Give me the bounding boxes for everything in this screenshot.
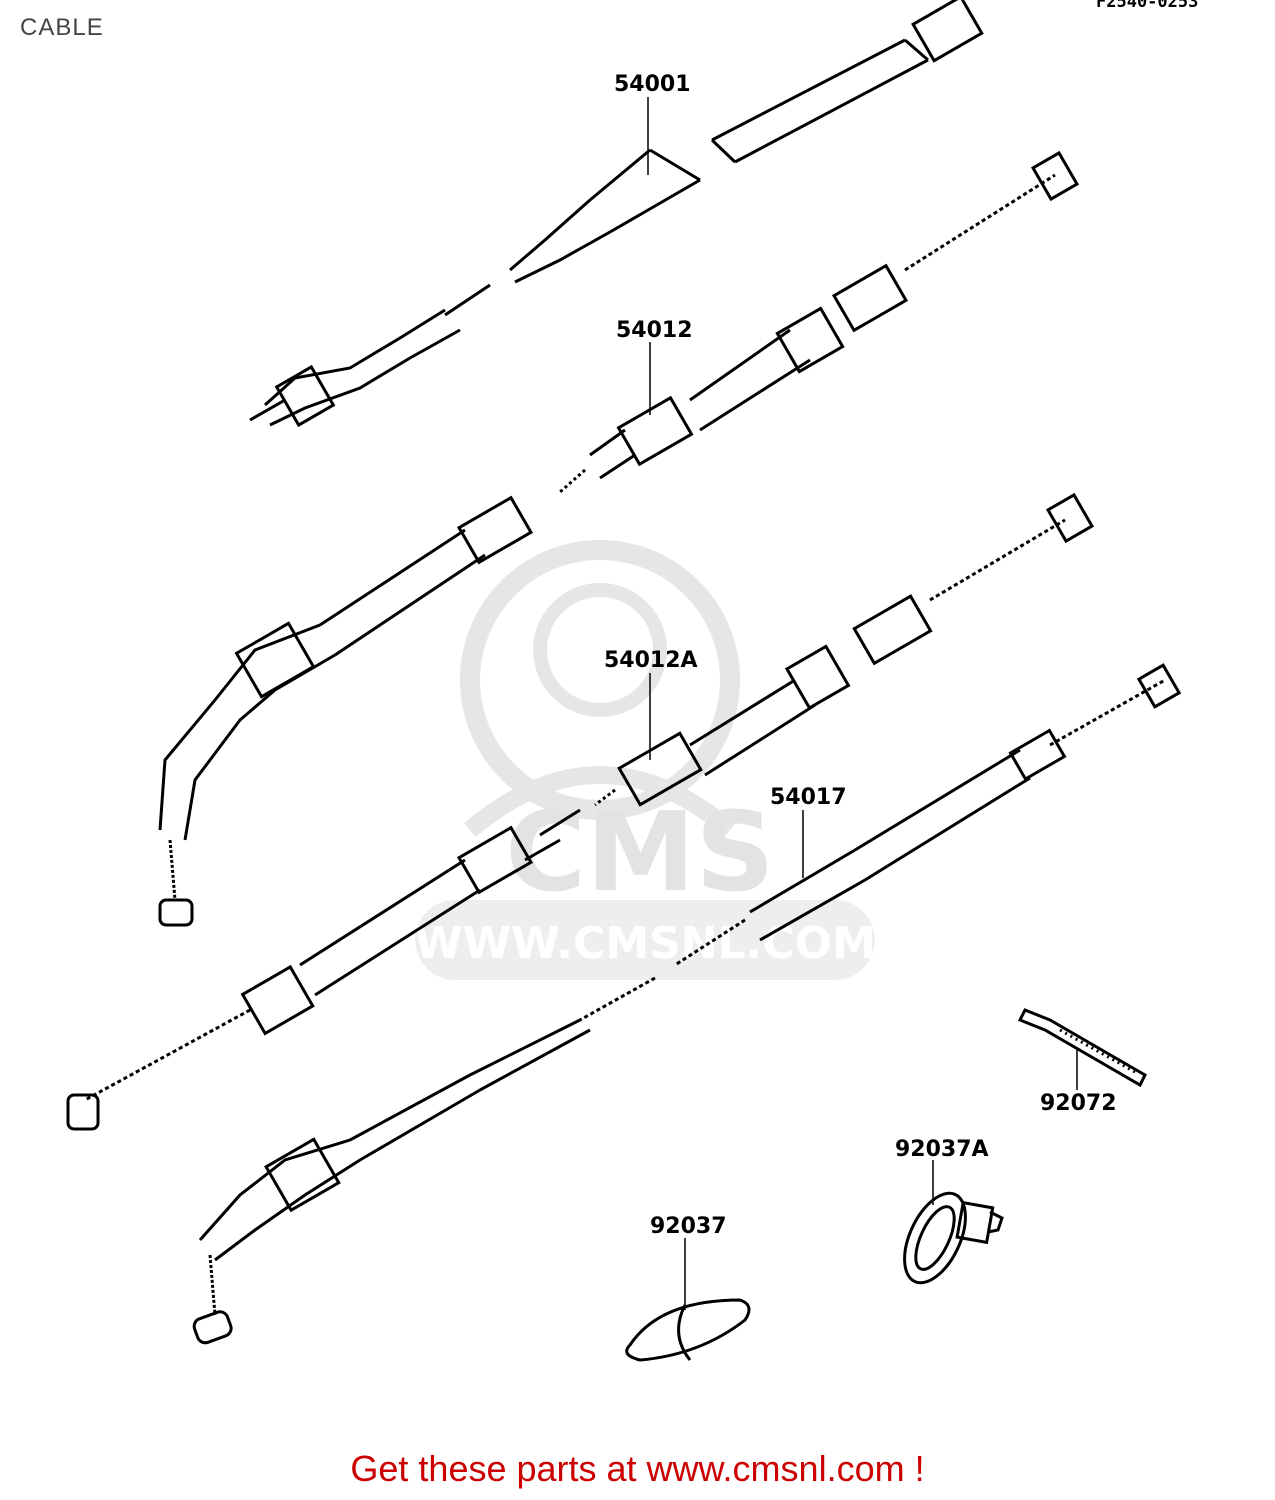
callout-54012: 54012 bbox=[616, 318, 693, 343]
callout-leaders bbox=[647, 97, 1078, 1310]
part-92037a-clamp bbox=[903, 1191, 1004, 1285]
cable-54012 bbox=[158, 150, 1080, 927]
callout-92037: 92037 bbox=[650, 1214, 727, 1239]
watermark: CMS WWW.CMSNL.COM bbox=[414, 540, 876, 980]
cable-54012a bbox=[66, 492, 1095, 1131]
callout-54001: 54001 bbox=[614, 72, 691, 97]
cable-54001 bbox=[249, 0, 984, 428]
callout-54017: 54017 bbox=[770, 785, 847, 810]
callout-92072: 92072 bbox=[1040, 1091, 1117, 1116]
watermark-url: WWW.CMSNL.COM bbox=[414, 918, 876, 969]
cable-54017 bbox=[192, 663, 1182, 1345]
part-92037-clip bbox=[625, 1298, 751, 1362]
footer-shop-link[interactable]: Get these parts at www.cmsnl.com ! bbox=[350, 1448, 925, 1489]
diagram-code: F2540-0253 bbox=[1096, 0, 1199, 12]
watermark-mascot bbox=[460, 540, 740, 820]
page-title: CABLE bbox=[20, 14, 104, 41]
part-92072-tie bbox=[1017, 1008, 1147, 1088]
watermark-brand: CMS bbox=[505, 788, 774, 916]
callout-54012a: 54012A bbox=[604, 648, 698, 673]
callout-92037a: 92037A bbox=[895, 1137, 989, 1162]
